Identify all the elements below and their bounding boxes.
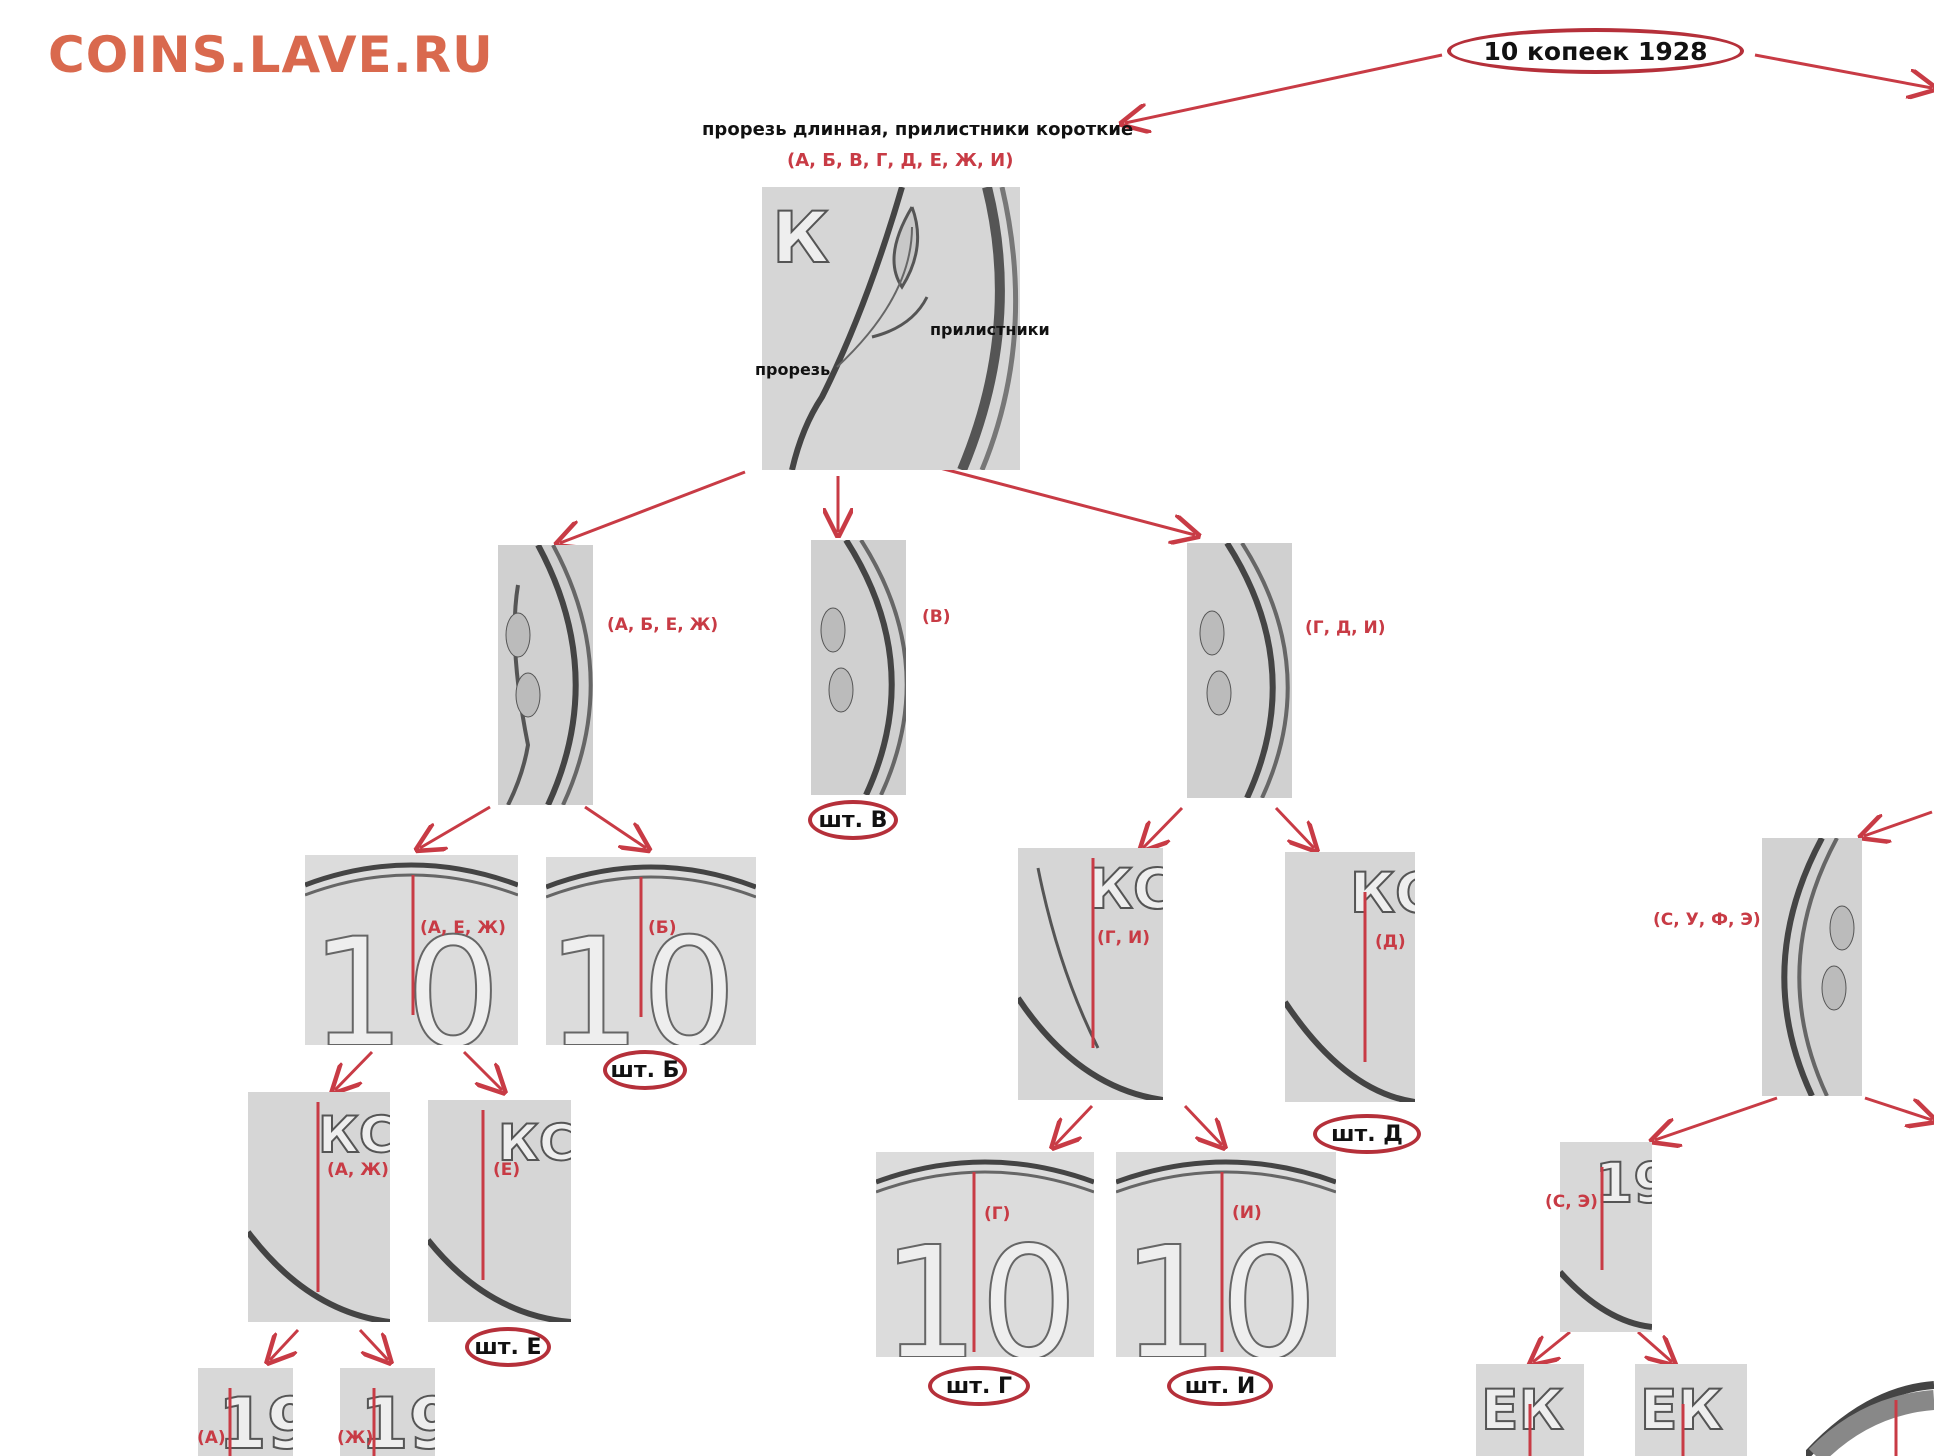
- arrow-gdi-to-d: [1274, 806, 1314, 848]
- tag-d: (Д): [1375, 932, 1406, 952]
- tag-abezh: (А, Б, Е, Ж): [607, 615, 719, 635]
- svg-text:19: 19: [360, 1383, 435, 1456]
- arrow-se-right: [1637, 1330, 1672, 1362]
- main-group-dies: (А, Б, В, Г, Д, Е, Ж, И): [787, 150, 1014, 171]
- photo-gi: КС: [1018, 848, 1163, 1100]
- svg-text:ЕК: ЕК: [1640, 1378, 1723, 1442]
- die-i: шт. И: [1167, 1366, 1273, 1406]
- photo-i: 10: [1116, 1152, 1336, 1357]
- photo-b: 10: [546, 857, 756, 1045]
- arrow-azh-to-a: [270, 1328, 300, 1360]
- svg-text:КС: КС: [318, 1106, 390, 1164]
- arrow-abezh-to-aezh: [420, 805, 491, 848]
- die-b: шт. Б: [603, 1050, 687, 1090]
- arrow-aezh-to-azh: [335, 1050, 374, 1090]
- die-e: шт. Е: [465, 1327, 551, 1367]
- photo-azh: КС: [248, 1092, 390, 1322]
- tag-sufe: (С, У, Ф, Э): [1653, 910, 1761, 930]
- arrow-sufe-right: [1864, 1096, 1932, 1120]
- tag-se: (С, Э): [1545, 1192, 1598, 1212]
- photo-ek-left: ЕК: [1476, 1364, 1584, 1456]
- photo-e: КС: [428, 1100, 571, 1322]
- photo-zh: 19: [340, 1368, 435, 1456]
- arrow-main-to-gdi: [939, 466, 1195, 535]
- annotation-prorez: прорезь: [755, 360, 831, 379]
- svg-text:КС: КС: [1088, 857, 1163, 921]
- tag-g: (Г): [984, 1204, 1011, 1224]
- tag-gi: (Г, И): [1097, 928, 1150, 948]
- tag-b: (Б): [648, 918, 677, 938]
- svg-text:ЕК: ЕК: [1481, 1378, 1564, 1442]
- tag-a: (А): [197, 1428, 226, 1448]
- photo-se: 19: [1560, 1142, 1652, 1332]
- die-d: шт. Д: [1313, 1114, 1421, 1154]
- arrow-se-left: [1533, 1330, 1571, 1362]
- root-coin-label: 10 копеек 1928: [1447, 28, 1744, 74]
- annotation-prilistniki: прилистники: [930, 320, 1050, 339]
- photo-a: 19: [198, 1368, 293, 1456]
- svg-text:КС: КС: [498, 1114, 571, 1172]
- arrow-gdi-to-gi: [1143, 806, 1184, 848]
- arrow-azh-to-zh: [358, 1328, 388, 1360]
- arrow-main-to-abezh: [560, 470, 746, 543]
- svg-text:КС: КС: [1350, 861, 1415, 925]
- photo-aezh: 10: [305, 855, 518, 1045]
- photo-d: КС: [1285, 852, 1415, 1102]
- arrow-right-to-sufe: [1864, 810, 1933, 836]
- tag-v: (В): [922, 607, 951, 627]
- die-g: шт. Г: [928, 1366, 1030, 1406]
- tag-e: (Е): [493, 1160, 521, 1180]
- tag-zh: (Ж): [337, 1428, 374, 1448]
- arrow-abezh-to-b: [584, 805, 646, 848]
- wreath-closeup-image: К: [762, 187, 1020, 470]
- photo-partial-right: [1806, 1380, 1934, 1456]
- tag-i: (И): [1232, 1203, 1262, 1223]
- main-group-title: прорезь длинная, прилистники короткие: [702, 119, 1134, 140]
- tag-aezh: (А, Е, Ж): [420, 918, 506, 938]
- photo-g: 10: [876, 1152, 1094, 1357]
- photo-gdi: [1187, 543, 1292, 798]
- site-logo: COINS.LAVE.RU: [48, 26, 494, 84]
- arrow-sufe-to-se: [1655, 1096, 1778, 1140]
- arrow-gi-to-i: [1183, 1104, 1222, 1145]
- photo-ek-right: ЕК: [1635, 1364, 1747, 1456]
- svg-text:10: 10: [881, 1213, 1078, 1357]
- arrow-gi-to-g: [1055, 1104, 1094, 1145]
- svg-text:10: 10: [1121, 1213, 1318, 1357]
- photo-v: [811, 540, 906, 795]
- arrow-aezh-to-e: [462, 1050, 502, 1090]
- arrow-root-right: [1754, 53, 1932, 88]
- svg-text:19: 19: [1595, 1151, 1652, 1215]
- tag-gdi: (Г, Д, И): [1305, 618, 1386, 638]
- svg-text:10: 10: [310, 907, 501, 1045]
- photo-abezh: [498, 545, 593, 805]
- die-v: шт. В: [808, 800, 898, 840]
- main-wreath-photo: К: [762, 187, 1020, 470]
- photo-sufe: [1762, 838, 1862, 1096]
- tag-azh: (А, Ж): [327, 1160, 389, 1180]
- arrow-root-left: [1125, 53, 1443, 123]
- svg-text:К: К: [772, 197, 829, 279]
